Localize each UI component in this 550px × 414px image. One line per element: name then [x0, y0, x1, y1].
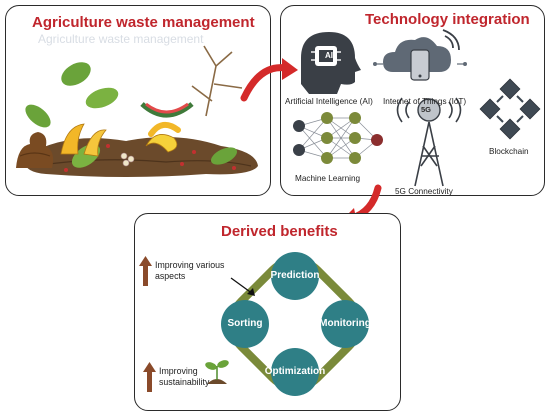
neural-network-icon	[293, 112, 383, 164]
banana-peel-icon	[60, 123, 85, 155]
twig-icon	[191, 45, 243, 117]
ai-label: Artificial Intelligence (AI)	[285, 97, 373, 106]
waste-title-watermark: Agriculture waste management	[38, 32, 204, 46]
monitoring-node	[321, 300, 369, 348]
pointer-arrow	[230, 277, 254, 295]
sorting-node	[221, 300, 269, 348]
monitoring-label: Monitoring	[319, 318, 371, 329]
tech-panel-title: Technology integration	[365, 11, 530, 28]
improving-sustainability-text: Improving sustainability	[159, 366, 210, 387]
compost-pile-icon	[16, 132, 54, 168]
leaf-icon	[25, 104, 51, 128]
ml-label: Machine Learning	[295, 174, 361, 183]
sorting-label: Sorting	[227, 318, 263, 329]
tech-illustration	[293, 29, 541, 187]
prediction-node	[271, 252, 319, 300]
prediction-label: Prediction	[270, 270, 320, 281]
agriculture-waste-panel: Agriculture waste management Agriculture…	[5, 5, 271, 196]
benefits-panel-title: Derived benefits	[221, 223, 338, 240]
derived-benefits-panel: Derived benefits Prediction Monitoring O…	[134, 213, 401, 411]
5g-tower-icon	[396, 97, 462, 187]
iot-label: Internet of Things (IoT)	[383, 97, 467, 106]
sprout-icon	[205, 360, 229, 384]
ai-chip-label: AI	[325, 51, 333, 60]
up-arrow-icon	[139, 256, 152, 286]
5g-label: 5G Connectivity	[395, 187, 453, 196]
optimization-node	[271, 348, 319, 396]
cycle-ring	[227, 256, 363, 392]
ai-head-icon	[301, 32, 361, 94]
optimization-label: Optimization	[264, 366, 326, 377]
up-arrow-icon	[143, 362, 156, 392]
benefits-cycle-diagram	[139, 252, 369, 396]
leaf-icon	[61, 62, 91, 86]
waste-panel-title: Agriculture waste management	[32, 14, 255, 31]
banana-peel-icon	[145, 134, 178, 153]
leaf-icon	[85, 87, 119, 109]
fruit-rind-icon	[140, 102, 194, 118]
blockchain-icon	[479, 78, 541, 140]
iot-cloud-icon	[373, 29, 467, 81]
leaf-icon	[210, 147, 238, 165]
technology-integration-panel: Technology integration	[280, 5, 545, 196]
improving-aspects-text: Improving various aspects	[155, 260, 225, 281]
waste-illustration	[16, 45, 258, 177]
blockchain-label: Blockchain	[489, 147, 529, 156]
5g-badge-label: 5G	[421, 105, 432, 114]
